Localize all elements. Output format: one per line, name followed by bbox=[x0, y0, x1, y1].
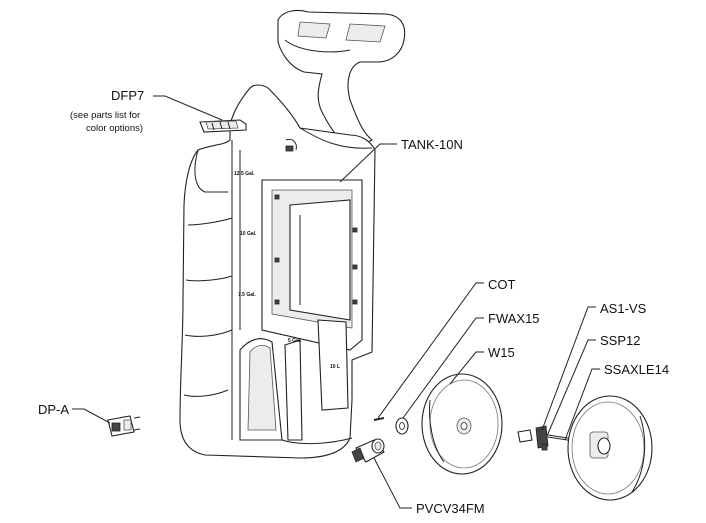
mark-5-gal: 5 Gal. bbox=[288, 338, 302, 344]
label-pvcv34fm: PVCV34FM bbox=[416, 501, 485, 516]
label-dfp7: DFP7 bbox=[111, 88, 144, 103]
leader-lines bbox=[72, 95, 600, 509]
dp-a-part bbox=[107, 415, 141, 437]
right-wheel bbox=[567, 395, 653, 501]
mark-10-gal: 10 Gal. bbox=[240, 231, 257, 237]
mark-12-5-gal: 12.5 Gal. bbox=[234, 171, 255, 177]
label-fwax15: FWAX15 bbox=[488, 311, 540, 326]
label-cot: COT bbox=[488, 277, 516, 292]
label-ssp12: SSP12 bbox=[600, 333, 640, 348]
tank-body: 12.5 Gal. 10 Gal. 7.5 Gal. 5 Gal. 10 L bbox=[179, 10, 406, 459]
label-dfp7-note-2: color options) bbox=[86, 123, 143, 134]
fwax15-part bbox=[395, 417, 409, 435]
label-dp-a: DP-A bbox=[38, 402, 69, 417]
pvcv34fm-part bbox=[351, 438, 385, 463]
mark-7-5-gal: 7.5 Gal. bbox=[238, 292, 256, 298]
label-tank-10n: TANK-10N bbox=[401, 137, 463, 152]
cot-part bbox=[373, 417, 385, 421]
label-ssaxle14: SSAXLE14 bbox=[604, 362, 669, 377]
dfp7-part bbox=[199, 119, 247, 133]
labels: DFP7 (see parts list for color options) … bbox=[38, 88, 669, 516]
mark-10-l: 10 L bbox=[330, 364, 340, 370]
w15-wheel bbox=[421, 373, 503, 475]
label-w15: W15 bbox=[488, 345, 515, 360]
label-dfp7-note-1: (see parts list for bbox=[70, 110, 140, 121]
label-as1-vs: AS1-VS bbox=[600, 301, 647, 316]
